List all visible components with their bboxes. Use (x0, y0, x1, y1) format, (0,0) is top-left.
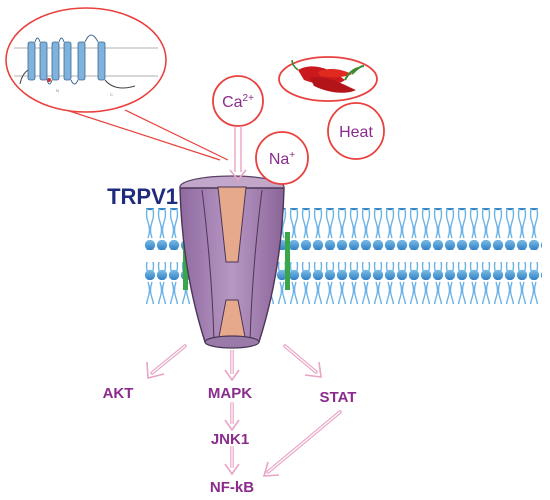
svg-text:N: N (56, 88, 59, 93)
pathway-arrows (146, 344, 342, 477)
nfkb-label: NF-kB (210, 479, 254, 496)
sodium-circle (255, 131, 309, 185)
stimulus-calcium: Ca2+ (212, 75, 264, 127)
sodium-label: Na+ (269, 150, 295, 168)
channel-bottom (204, 335, 260, 349)
tm-helix-3 (51, 41, 60, 81)
calcium-label: Ca2+ (222, 93, 254, 111)
green-transmembrane-left (183, 232, 188, 290)
mapk-label: MAPK (208, 385, 252, 402)
green-transmembrane-right (285, 232, 290, 290)
stat-label: STAT (320, 389, 357, 406)
tm-helix-1 (27, 41, 36, 81)
stimulus-sodium: Na+ (255, 131, 309, 185)
stimulus-heat: Heat (327, 102, 385, 160)
inset-connector-left (59, 107, 221, 161)
topology-inset: N C (5, 7, 229, 161)
stimulus-capsaicin (278, 56, 378, 102)
trpv1-channel (179, 175, 285, 349)
tm-helix-6 (97, 41, 106, 81)
inset-connector-right (124, 109, 229, 161)
heat-circle (327, 102, 385, 160)
heat-label: Heat (339, 124, 373, 141)
inset-circle (5, 7, 167, 113)
tm-helix-2 (39, 41, 48, 81)
jnk1-label: JNK1 (211, 431, 249, 448)
pore-upper (217, 186, 247, 263)
protein-title: TRPV1 (107, 184, 178, 209)
inset-marker-red (47, 78, 51, 82)
chili-pepper-icon (291, 59, 365, 93)
calcium-circle (212, 75, 264, 127)
tm-helix-4 (63, 41, 72, 81)
calcium-influx-arrow (229, 126, 247, 182)
akt-label: AKT (103, 385, 134, 402)
tm-helix-5 (77, 41, 86, 81)
svg-text:C: C (110, 92, 113, 97)
